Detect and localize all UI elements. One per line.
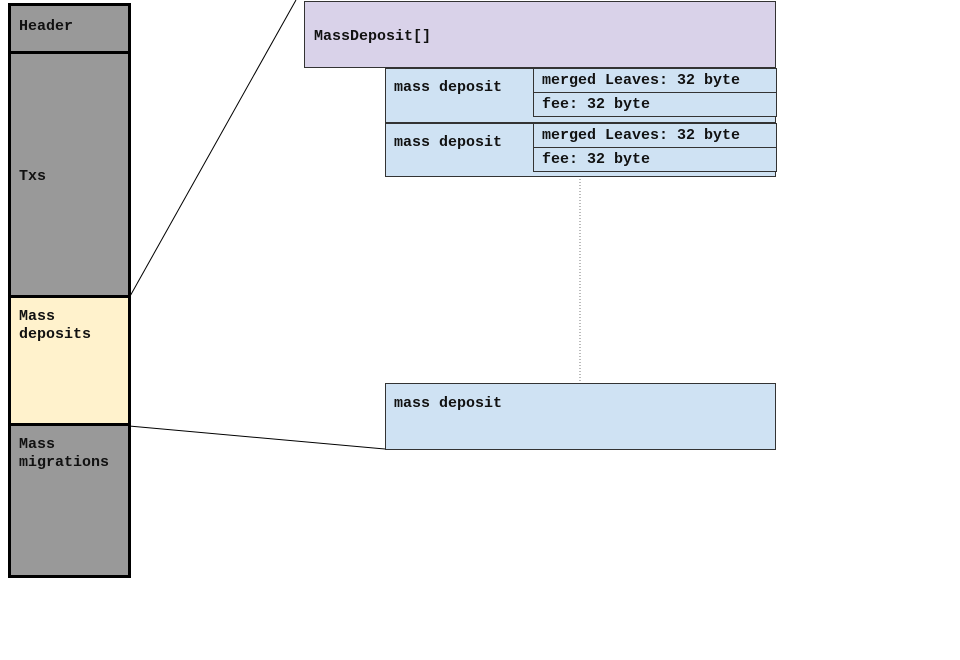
merged-leaves-text: merged Leaves: 32 byte: [542, 72, 741, 89]
mass-deposit-item-label: mass deposit: [394, 134, 503, 151]
fee-text: fee: 32 byte: [542, 151, 651, 168]
mass-deposit-item-last: mass deposit: [385, 383, 776, 450]
fee-text: fee: 32 byte: [542, 96, 651, 113]
mass-deposits-section: Mass deposits: [8, 298, 131, 426]
header-section: Header: [8, 3, 131, 54]
mass-migrations-section: Mass migrations: [8, 426, 131, 578]
mass-migrations-label: Mass migrations: [19, 436, 110, 471]
merged-leaves-field: merged Leaves: 32 byte: [533, 123, 777, 148]
header-label: Header: [19, 18, 74, 35]
zoom-line-top: [128, 0, 297, 299]
mass-deposit-item: mass deposit merged Leaves: 32 byte fee:…: [385, 68, 777, 123]
mass-deposit-item-label: mass deposit: [394, 395, 503, 412]
txs-section: Txs: [8, 54, 131, 298]
mass-deposit-item-label: mass deposit: [394, 79, 503, 96]
mass-deposit-item: mass deposit merged Leaves: 32 byte fee:…: [385, 123, 777, 177]
txs-label: Txs: [19, 168, 47, 185]
zoom-line-bottom: [128, 425, 386, 450]
mass-deposit-array-box: MassDeposit[]: [304, 1, 776, 68]
mass-deposit-array-title: MassDeposit[]: [314, 28, 432, 45]
merged-leaves-text: merged Leaves: 32 byte: [542, 127, 741, 144]
mass-deposits-label: Mass deposits: [19, 308, 92, 343]
fee-field: fee: 32 byte: [533, 147, 777, 172]
fee-field: fee: 32 byte: [533, 92, 777, 117]
merged-leaves-field: merged Leaves: 32 byte: [533, 68, 777, 93]
